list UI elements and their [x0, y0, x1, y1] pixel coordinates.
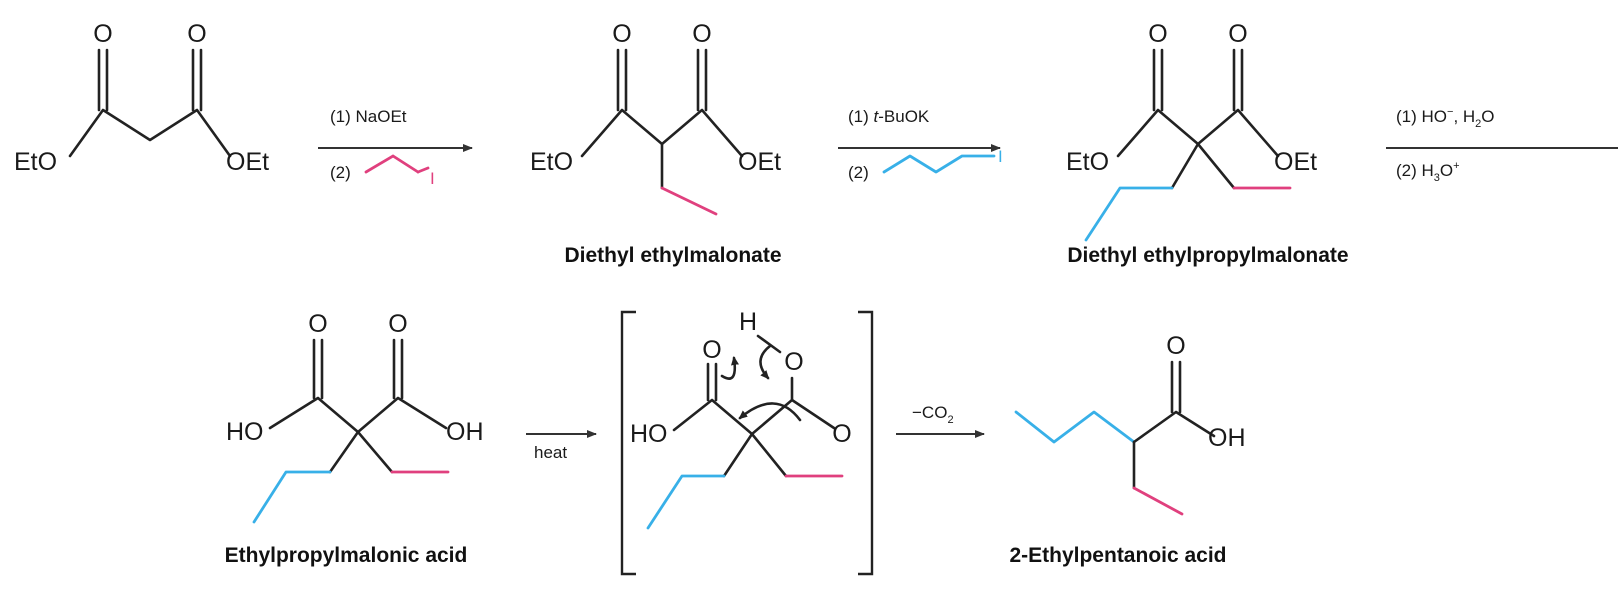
oxygen-label: O — [1228, 20, 1247, 48]
right-bracket — [858, 310, 874, 576]
reaction-arrow-step5: −CO2 — [896, 403, 985, 438]
reagent-label: (2) H3O+ — [1396, 160, 1460, 184]
electron-arrow — [720, 356, 739, 380]
reaction-arrow-step2: (1) t-BuOK (2) I — [838, 107, 1003, 182]
transition-state: O H O O HO — [620, 308, 874, 576]
oxygen-label: O — [388, 310, 407, 338]
hydroxy-label: OH — [1208, 424, 1246, 452]
hydroxy-label: HO — [630, 420, 668, 448]
oxygen-label: O — [1148, 20, 1167, 48]
hydrogen-label: H — [739, 308, 757, 336]
ethylpentanoic-acid-structure: O OH 2-Ethylpentanoic acid — [1009, 332, 1245, 567]
diethyl-malonate-structure: O O EtO OEt — [14, 20, 269, 176]
oxygen-label: O — [702, 336, 721, 364]
compound-name: Diethyl ethylpropylmalonate — [1067, 244, 1348, 267]
compound-name: Diethyl ethylmalonate — [564, 244, 781, 267]
left-bracket — [620, 310, 636, 576]
ethyl-iodide-chain — [364, 154, 420, 174]
reagent-label: (1) HO−, H2O — [1396, 106, 1495, 130]
oxygen-label: O — [187, 20, 206, 48]
hydroxy-label: OH — [446, 418, 484, 446]
hydroxy-label: HO — [226, 418, 264, 446]
compound-name: 2-Ethylpentanoic acid — [1009, 544, 1226, 567]
ethoxy-label: OEt — [1274, 148, 1317, 176]
condition-label: −CO2 — [912, 403, 954, 426]
ethoxy-label: EtO — [530, 148, 573, 176]
oxygen-label: O — [93, 20, 112, 48]
reagent-label: (2) — [848, 163, 869, 182]
ethoxy-label: OEt — [226, 148, 269, 176]
oxygen-label: O — [308, 310, 327, 338]
oxygen-label: O — [784, 348, 803, 376]
ethylpropylmalonic-acid-structure: O O HO OH Ethylpropylmalonic acid — [225, 310, 484, 567]
ethoxy-label: EtO — [14, 148, 57, 176]
propyl-group — [252, 470, 332, 524]
oxygen-label: O — [692, 20, 711, 48]
electron-arrow — [759, 344, 772, 380]
ethoxy-label: EtO — [1066, 148, 1109, 176]
propyl-iodide-chain — [882, 154, 996, 174]
oxygen-label: O — [832, 420, 851, 448]
condition-label: heat — [534, 443, 567, 462]
iodine-label: I — [430, 169, 435, 188]
reaction-arrow-step3: (1) HO−, H2O (2) H3O+ — [1386, 106, 1618, 184]
compound-name: Ethylpropylmalonic acid — [225, 544, 468, 567]
ethoxy-label: OEt — [738, 148, 781, 176]
ethyl-group — [660, 186, 718, 216]
propyl-group — [1014, 410, 1136, 444]
reaction-arrow-step4: heat — [526, 430, 597, 462]
reagent-label: (1) NaOEt — [330, 107, 407, 126]
diethyl-ethylpropylmalonate-structure: O O EtO OEt Diethyl ethylpropylmalonate — [1066, 20, 1349, 267]
diethyl-ethylmalonate-structure: O O EtO OEt Diethyl ethylmalonate — [530, 20, 782, 267]
iodine-label: I — [998, 147, 1003, 166]
reagent-label: (1) t-BuOK — [848, 107, 930, 126]
reaction-arrow-step1: (1) NaOEt (2) I — [318, 107, 473, 188]
electron-arrow — [738, 402, 802, 422]
ethyl-group — [1132, 486, 1184, 516]
oxygen-label: O — [1166, 332, 1185, 360]
reagent-label: (2) — [330, 163, 351, 182]
oxygen-label: O — [612, 20, 631, 48]
propyl-group — [1084, 186, 1174, 242]
propyl-group — [646, 474, 726, 530]
